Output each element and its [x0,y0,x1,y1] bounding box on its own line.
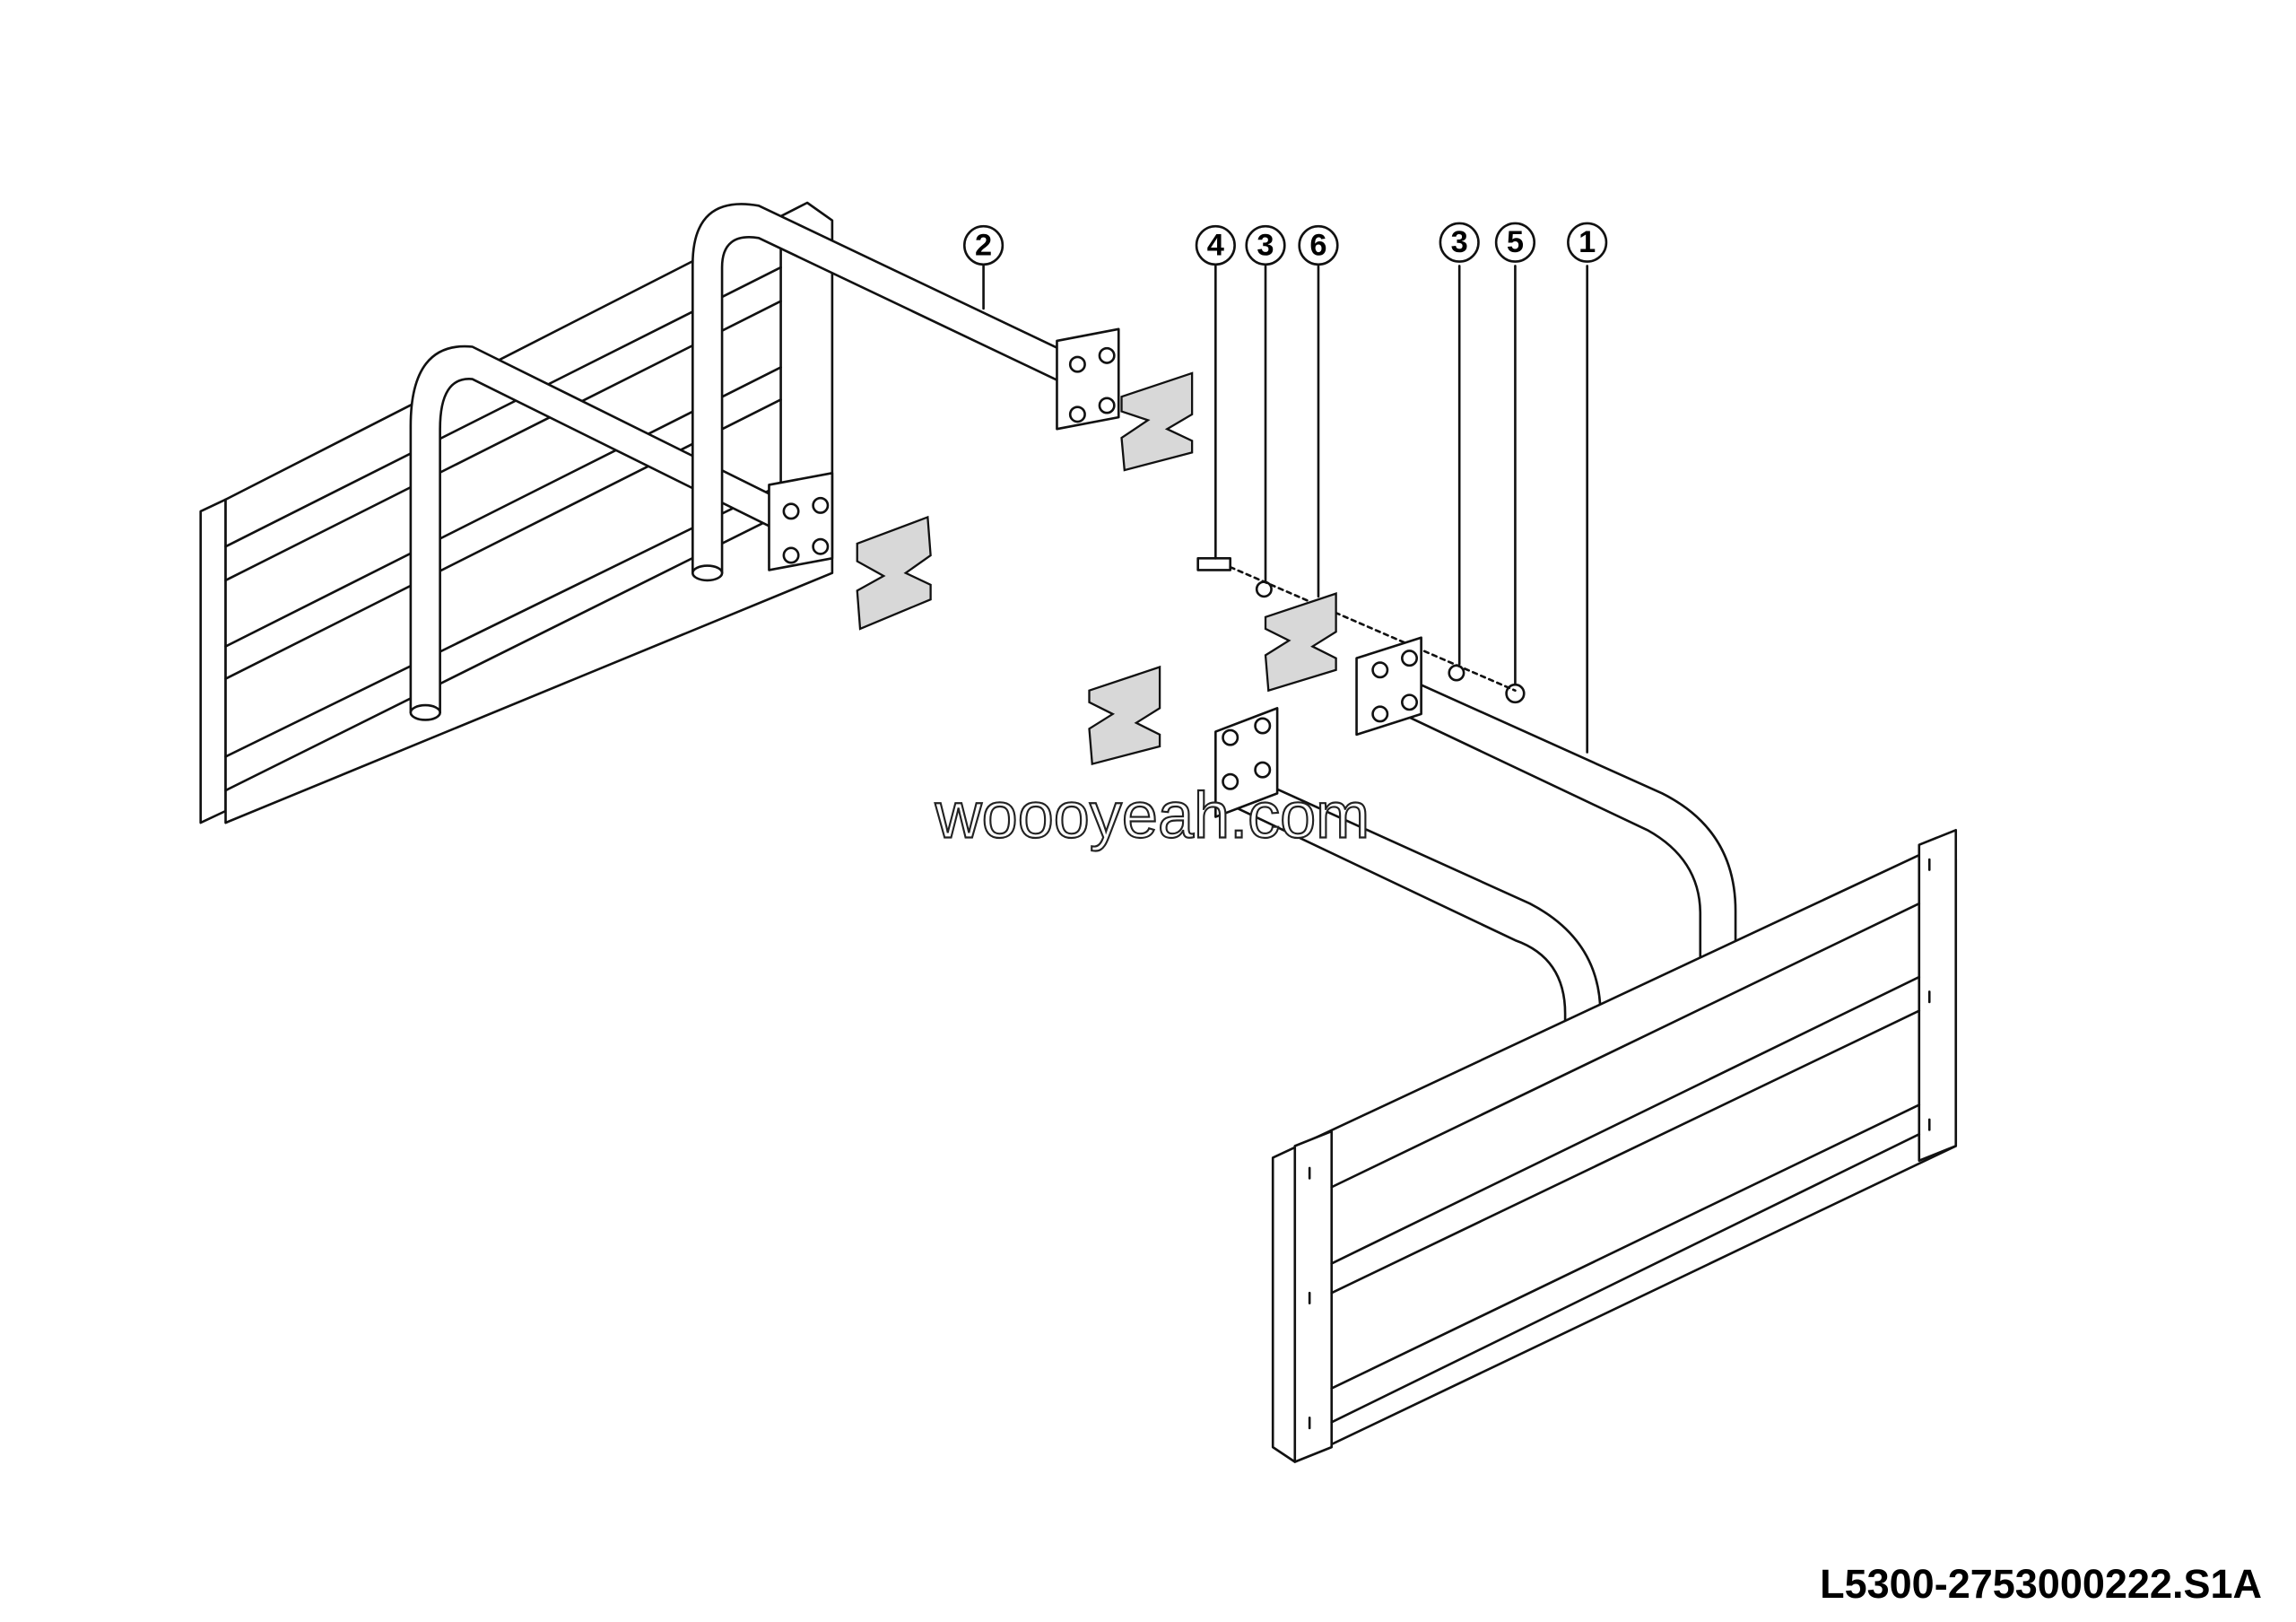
svg-text:2: 2 [975,228,992,262]
left-bale-frame [199,201,834,824]
svg-text:3: 3 [1257,228,1274,262]
right-mount-brackets [1214,636,1422,818]
left-hoop-tubes [409,203,1069,721]
callout-3b: 3 [1439,222,1480,666]
svg-text:5: 5 [1507,225,1524,259]
svg-text:3: 3 [1451,225,1468,259]
hardware-bolts-nuts [1088,557,1526,766]
callout-5: 5 [1494,222,1536,686]
drawing-number: L5300-2753000222.S1A [1820,1561,2262,1607]
svg-text:4: 4 [1207,228,1224,262]
callout-1: 1 [1567,222,1608,754]
callout-4: 4 [1195,224,1236,560]
callouts: 2 4 3 6 3 5 1 [962,222,1608,754]
right-bale-frame [1271,828,1958,1463]
left-mount-brackets [768,327,1194,631]
svg-text:6: 6 [1309,228,1326,262]
callout-6: 6 [1298,224,1339,598]
svg-text:1: 1 [1578,225,1596,259]
callout-3a: 3 [1245,224,1286,583]
watermark: woooyeah.com [935,780,1370,851]
callout-2: 2 [962,224,1004,310]
